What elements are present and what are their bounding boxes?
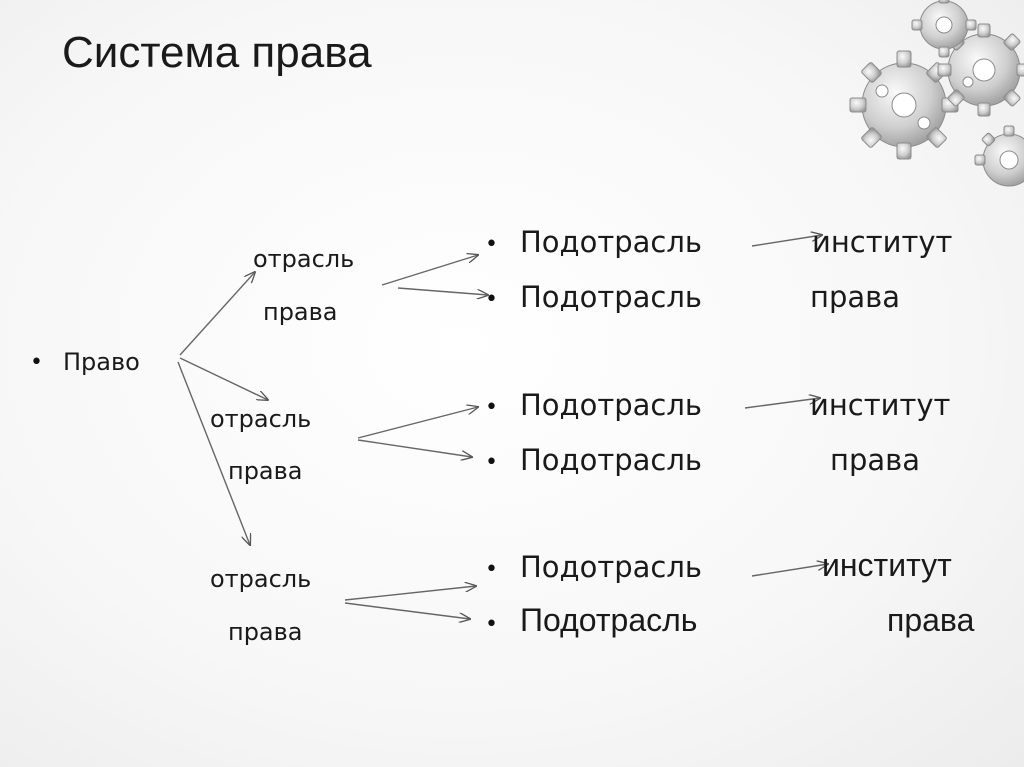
branch-3-line1: отрасль: [210, 565, 311, 593]
branch-2-line1: отрасль: [210, 405, 311, 433]
b3-sub1-bullet: •: [485, 557, 498, 582]
arrow-b2-sub2: [358, 440, 472, 457]
b2-sub2-label: Подотрасль: [520, 443, 702, 477]
arrow-b3-sub2: [345, 603, 470, 619]
b1-sub1-bullet: •: [485, 232, 498, 257]
b3-sub1-label: Подотрасль: [520, 550, 702, 584]
b1-sub2-bullet: •: [485, 287, 498, 312]
b2-sub1-bullet: •: [485, 395, 498, 420]
b1-sub1-label: Подотрасль: [520, 225, 702, 259]
b2-sub2-right: права: [830, 443, 920, 477]
b3-sub2-right: права: [887, 602, 974, 639]
b1-sub1-right: институт: [812, 225, 952, 259]
arrow-root-branch-2: [180, 358, 268, 400]
arrow-b1-sub2: [398, 288, 488, 295]
arrow-b1-sub1: [382, 255, 478, 285]
arrow-inst-2: [745, 398, 820, 408]
branch-1-line2: права: [263, 298, 337, 326]
branch-3-line2: права: [228, 618, 302, 646]
arrow-b2-sub1: [358, 407, 478, 438]
branch-2-line2: права: [228, 457, 302, 485]
arrow-root-branch-3: [178, 362, 250, 545]
b1-sub2-label: Подотрасль: [520, 280, 702, 314]
b2-sub1-label: Подотрасль: [520, 388, 702, 422]
arrow-root-branch-1: [180, 272, 255, 355]
root-label: Право: [63, 348, 140, 376]
b2-sub2-bullet: •: [485, 450, 498, 475]
b2-sub1-right: институт: [810, 388, 950, 422]
b1-sub2-right: права: [810, 280, 900, 314]
b3-sub1-right: институт: [822, 547, 952, 584]
root-bullet: •: [30, 350, 43, 375]
b3-sub2-bullet: •: [485, 612, 498, 637]
b3-sub2-label: Подотрасль: [520, 602, 697, 639]
arrow-inst-3: [752, 564, 828, 576]
arrow-b3-sub1: [345, 586, 476, 600]
branch-1-line1: отрасль: [253, 245, 354, 273]
